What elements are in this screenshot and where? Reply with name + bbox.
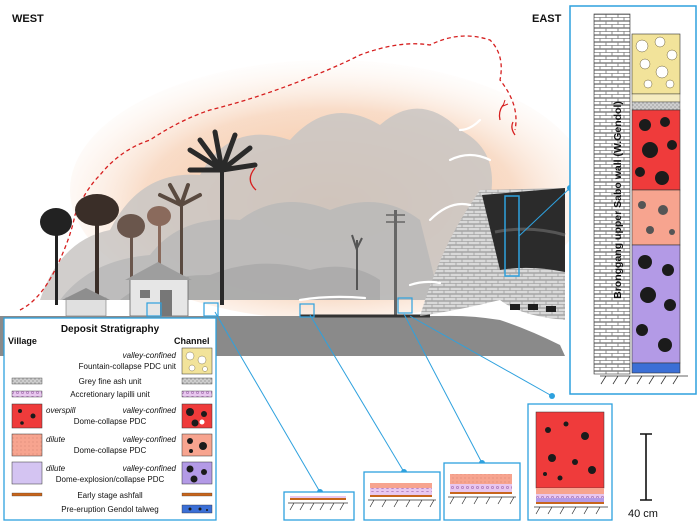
legend-row1-qualifier: valley-confined	[123, 351, 177, 360]
legend-row6-right-qualifier: valley-confined	[123, 464, 177, 473]
legend-channel-header: Channel	[174, 336, 210, 346]
legend-row5-right-qualifier: valley-confined	[123, 435, 177, 444]
flow-arrows	[249, 99, 516, 191]
legend-row4-left-qualifier: overspill	[46, 406, 76, 415]
legend-row6-left-qualifier: dilute	[46, 464, 66, 473]
sample-column-1	[283, 491, 355, 521]
connector-lines	[214, 187, 571, 493]
legend-row4-right-qualifier: valley-confined	[123, 406, 177, 415]
wall-column-title: Bronggang upper Sabo wall (W.Gendol)	[612, 101, 624, 299]
legend-row1-name: Fountain-collapse PDC unit	[79, 362, 177, 371]
plume-outline	[19, 35, 517, 311]
legend-row7-name: Early stage ashfall	[77, 491, 143, 500]
legend-title: Deposit Stratigraphy	[61, 324, 160, 335]
west-label: WEST	[12, 13, 44, 25]
legend-row6-name: Dome-explosion/collapse PDC	[56, 475, 165, 484]
utility-pole	[351, 210, 405, 315]
legend-row5-left-qualifier: dilute	[46, 435, 66, 444]
white-flow-arrows	[298, 118, 492, 302]
sabo-wall-column: Bronggang upper Sabo wall (W.Gendol)	[569, 5, 697, 395]
east-label: EAST	[532, 13, 562, 25]
scale-bar: 40 cm	[628, 433, 658, 520]
legend-row5-name: Dome-collapse PDC	[74, 446, 147, 455]
sample-column-4	[527, 403, 613, 521]
legend-row4-name: Dome-collapse PDC	[74, 417, 147, 426]
scale-label: 40 cm	[628, 508, 658, 520]
sample-column-2	[363, 471, 441, 521]
legend-row3-name: Accretionary lapilli unit	[70, 390, 150, 399]
sample-locations	[146, 297, 413, 318]
legend-row8-name: Pre-eruption Gendol talweg	[61, 505, 158, 514]
sample-column-3	[443, 462, 521, 521]
legend-village-header: Village	[8, 336, 37, 346]
legend-panel: Deposit Stratigraphy Village Channel val…	[3, 317, 217, 521]
sabo-wall	[420, 188, 566, 320]
palm-trees	[40, 129, 258, 305]
legend-row2-name: Grey fine ash unit	[79, 377, 142, 386]
